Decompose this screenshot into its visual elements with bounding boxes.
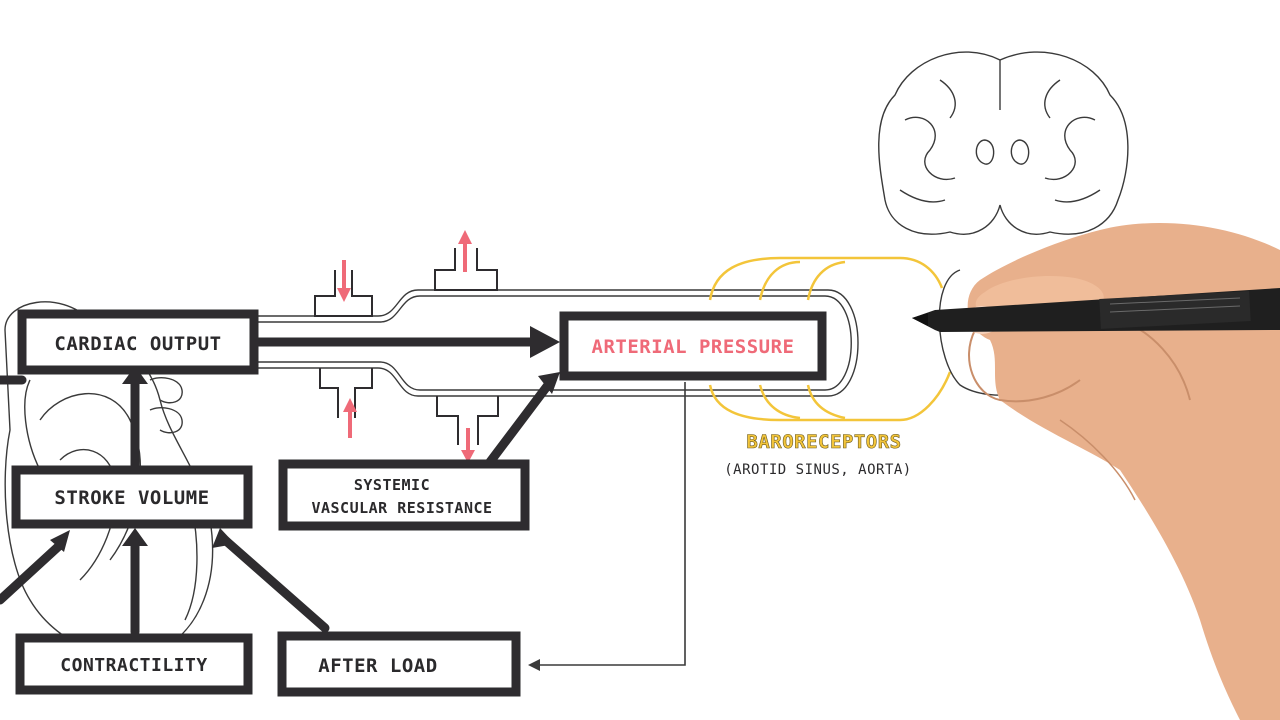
cardiac-output-box: CARDIAC OUTPUT [17,309,259,375]
marker-pen-icon [912,288,1280,332]
svr-label-line1: SYSTEMIC [354,476,430,494]
feedback-line [528,382,686,671]
brain-icon [878,51,1129,235]
afterload-label: AFTER LOAD [318,655,437,677]
stroke-volume-label: STROKE VOLUME [54,487,209,509]
contractility-label: CONTRACTILITY [60,655,207,676]
svr-box: SYSTEMIC VASCULAR RESISTANCE [278,459,530,531]
afterload-box: AFTER LOAD [277,631,521,697]
baroreceptor-nerves [708,256,952,422]
arrow-up-icon [458,230,472,272]
arterial-pressure-box: ARTERIAL PRESSURE [559,311,827,381]
stroke-volume-box: STROKE VOLUME [11,465,253,529]
aorta-vessel [255,289,859,397]
baroreceptors-subtitle: (AROTID SINUS, AORTA) [724,462,912,478]
arrow-up-icon [343,398,357,438]
connector-arrows [0,326,560,637]
svr-label-line2: VASCULAR RESISTANCE [311,499,492,517]
cardiac-output-label: CARDIAC OUTPUT [54,333,221,355]
contractility-box: CONTRACTILITY [15,633,253,695]
baroreceptors-title: BARORECEPTORS [746,431,901,453]
arrow-down-icon [337,260,351,302]
arterial-pressure-label: ARTERIAL PRESSURE [592,336,795,358]
arrow-down-icon [461,428,475,463]
